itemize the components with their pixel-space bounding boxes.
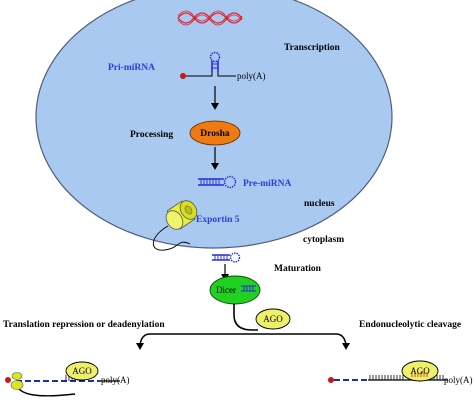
dicer-label: Dicer <box>216 285 236 295</box>
endonucleolytic-cleavage-complex <box>328 360 448 383</box>
ago-right-label: AGO <box>410 366 430 376</box>
pri-mirna-label: Pri-miRNA <box>108 63 155 73</box>
pri-mirna-structure <box>180 51 236 79</box>
poly-a-right-label: poly(A) <box>444 375 473 385</box>
cap-dot-icon <box>180 73 186 79</box>
cap-dot-icon <box>328 377 334 383</box>
nucleus-label: nucleus <box>304 199 335 209</box>
cap-dot-icon <box>5 377 11 383</box>
processing-label: Processing <box>130 130 173 140</box>
dicer-bound-duplex-icon <box>241 285 256 292</box>
translation-repression-complex <box>5 361 120 397</box>
ago-left-label: AGO <box>72 366 92 376</box>
pre-mirna-hairpin-icon <box>198 175 237 189</box>
ago-center-label: AGO <box>263 314 283 324</box>
translation-repression-title: Translation repression or deadenylation <box>3 320 165 330</box>
drosha-enzyme <box>189 120 241 146</box>
drosha-label: Drosha <box>200 129 230 139</box>
arrow-down-icon <box>211 147 219 170</box>
cytoplasm-label: cytoplasm <box>303 235 344 245</box>
exportin-label: Exportin 5 <box>196 215 240 225</box>
guide-strand-curve <box>233 304 258 331</box>
cytoplasmic-pre-mirna-icon <box>212 252 241 263</box>
endonucleolytic-cleavage-title: Endonucleolytic cleavage <box>359 320 461 330</box>
poly-a-top-label: poly(A) <box>237 71 266 81</box>
pre-mirna-label: Pre-miRNA <box>243 179 292 189</box>
branch-arrows <box>136 333 350 350</box>
dna-helix-icon <box>177 10 243 26</box>
poly-a-left-label: poly(A) <box>101 375 130 385</box>
dicer-enzyme <box>209 275 261 305</box>
ago-left-protein <box>65 361 99 381</box>
exported-rna-strand <box>152 225 191 251</box>
exportin-pore-icon <box>165 200 198 230</box>
ago-right-protein <box>401 360 439 382</box>
ribosome-icon <box>10 372 24 390</box>
arrow-down-icon <box>211 86 219 110</box>
ago-center-protein <box>255 308 291 330</box>
transcription-label: Transcription <box>284 43 340 53</box>
maturation-label: Maturation <box>274 264 322 274</box>
